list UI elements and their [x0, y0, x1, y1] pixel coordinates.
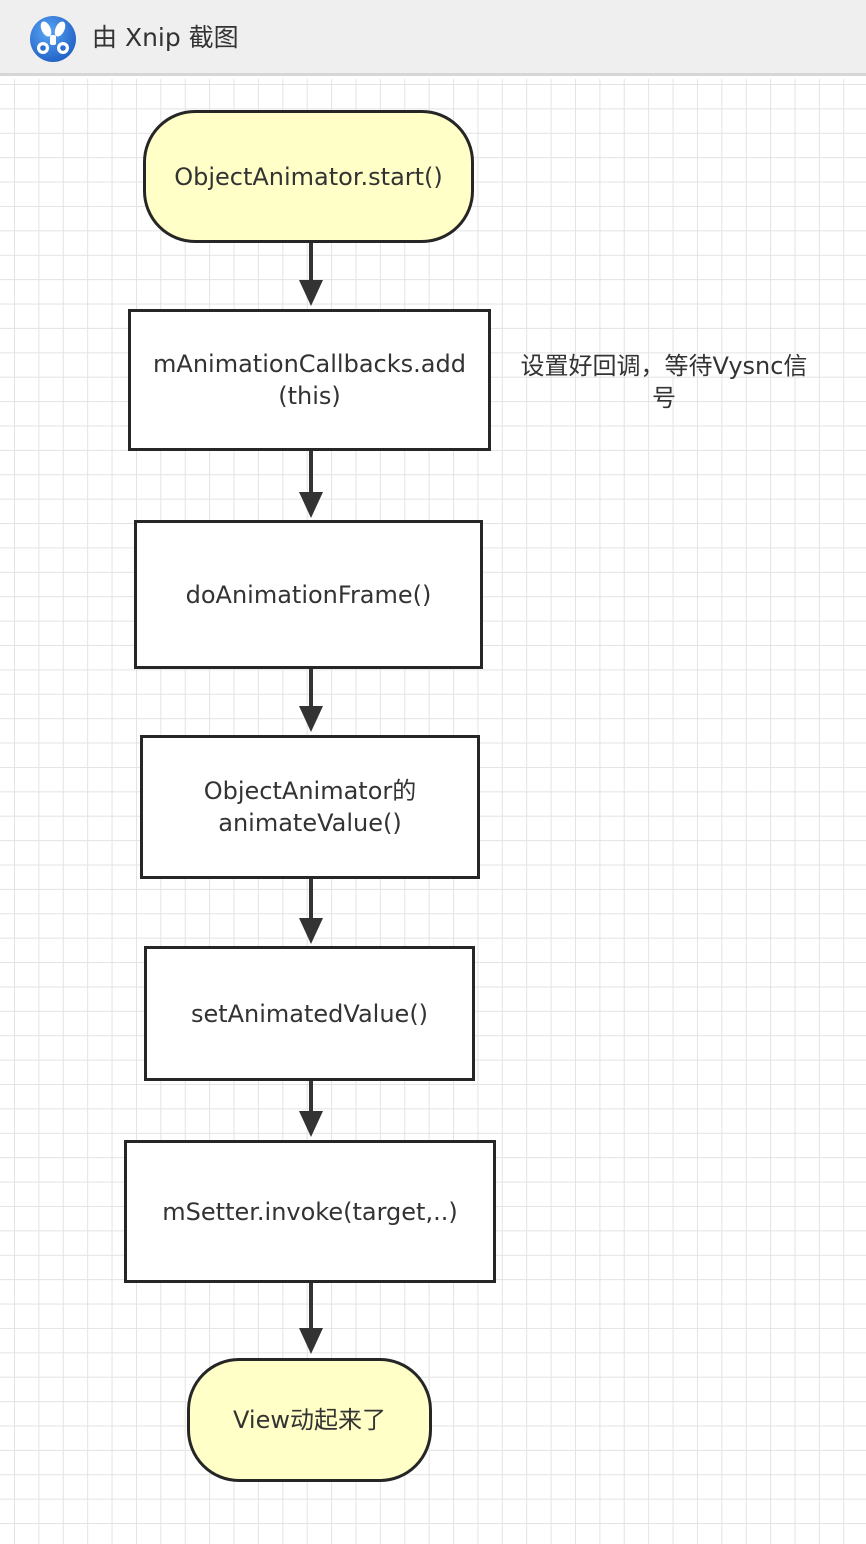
xnip-app-icon [30, 16, 76, 62]
node-start[interactable]: ObjectAnimator.start() [143, 110, 474, 243]
arrow-add-callback-to-do-frame [299, 450, 323, 518]
titlebar-text: 由 Xnip 截图 [92, 23, 239, 52]
title-bar: 由 Xnip 截图 [0, 0, 866, 76]
annotation-text: 设置好回调，等待Vysnc信 号 [520, 352, 808, 412]
node-end[interactable]: View动起来了 [187, 1358, 432, 1482]
arrow-do-frame-to-animate-value [299, 668, 323, 732]
node-invoke[interactable]: mSetter.invoke(target,..) [124, 1140, 496, 1283]
arrow-animate-value-to-set-value [299, 878, 323, 944]
node-do-frame[interactable]: doAnimationFrame() [134, 520, 483, 669]
arrow-set-value-to-invoke [299, 1080, 323, 1137]
arrow-start-to-add-callback [299, 243, 323, 306]
node-animate-value[interactable]: ObjectAnimator的 animateValue() [140, 735, 480, 879]
arrow-invoke-to-end [299, 1282, 323, 1354]
node-add-callback[interactable]: mAnimationCallbacks.add (this) [128, 309, 491, 451]
node-set-value[interactable]: setAnimatedValue() [144, 946, 475, 1081]
